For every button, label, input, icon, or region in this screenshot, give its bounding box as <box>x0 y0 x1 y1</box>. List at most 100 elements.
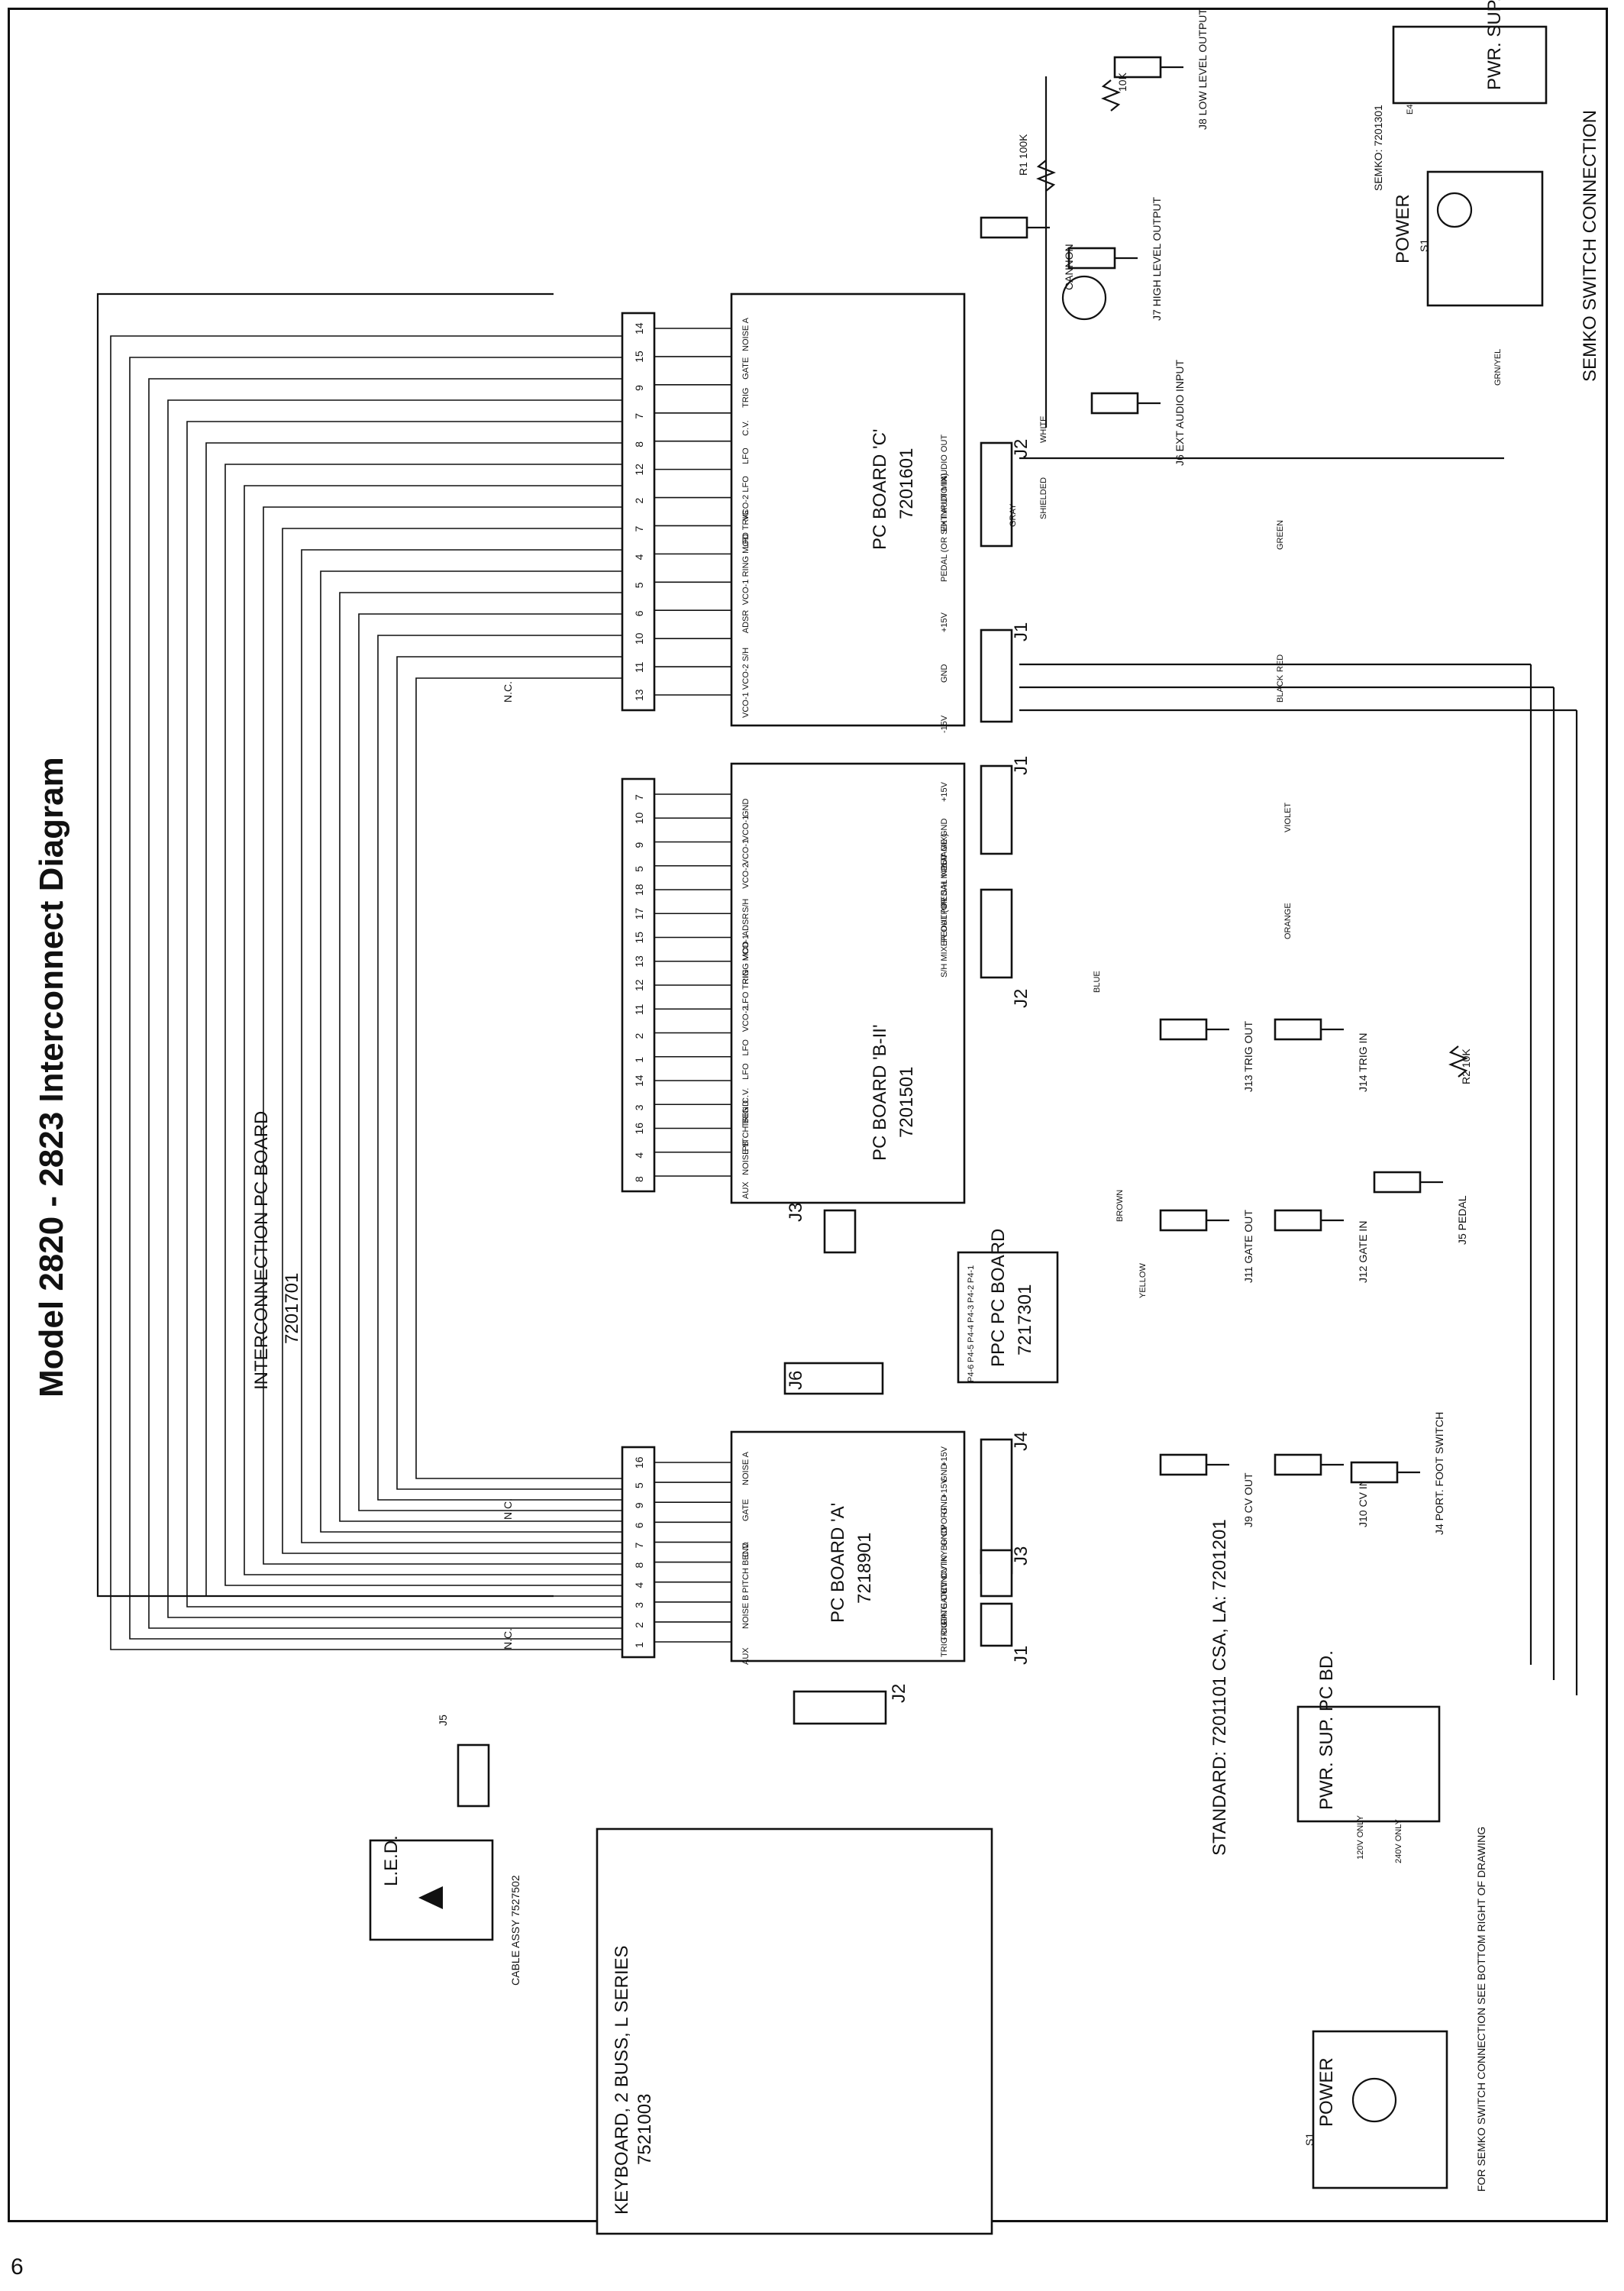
board-a-right-pin-label-4: PORT. <box>940 1505 949 1530</box>
right-pin-12: 15 <box>633 351 645 363</box>
ppc-pin-label-4: P4-5 <box>967 1345 976 1362</box>
keyboard-assembly: KEYBOARD, 2 BUSS, L SERIES 7521003 <box>596 1827 993 2235</box>
semko-switch: POWER S1 SEMKO SWITCH CONNECTION <box>1393 110 1600 382</box>
board-b-pin-label-15: NOISE B <box>741 1141 751 1175</box>
bus-wire-4 <box>186 421 622 1608</box>
led-assembly: L.E.D. CABLE ASSY 7527502 J5 <box>369 1714 521 1986</box>
left-pin-6: 6 <box>633 1522 645 1528</box>
right-pin-3: 6 <box>633 610 645 616</box>
connector-label-9: J2 <box>889 1684 909 1703</box>
left-pin-0: 1 <box>633 1642 645 1648</box>
ppc-pin-label-0: P4-1 <box>967 1265 976 1283</box>
mid-pin-11: 17 <box>633 907 645 919</box>
resistor-r2-label: R2 10K <box>1460 1049 1472 1084</box>
mid-pin-15: 10 <box>633 812 645 824</box>
bus-wire-2 <box>148 378 622 1629</box>
resistor-r1-label: R1 100K <box>1017 134 1029 176</box>
board-c-right-pin-label-0: AUDIO OUT <box>940 435 949 481</box>
board-a-right-pin-label-3: GND <box>940 1495 949 1514</box>
board-a-pin-label-4: NOISE B <box>741 1595 751 1629</box>
board-c-pin-label-12: VCO-2 <box>741 664 751 690</box>
left-pin-7: 9 <box>633 1502 645 1508</box>
semko-s1-label: S1 <box>1418 239 1430 252</box>
right-pin-5: 4 <box>633 554 645 560</box>
pc-board-a-part: 7218901 <box>854 1533 875 1604</box>
board-b-pin-label-14: PITCH BEND <box>741 1100 751 1152</box>
board-b-pin-label-10: LFO <box>741 1039 751 1056</box>
jack-label-j11: J11 GATE OUT <box>1242 1210 1254 1283</box>
board-b-pin-label-0: GND <box>741 799 751 818</box>
semko-e-pin-label-3: E4 <box>1406 105 1415 115</box>
bus-wire-16 <box>415 677 622 1479</box>
board-a-pin-label-1: GATE <box>741 1499 751 1521</box>
connector-label-1: J1 <box>1011 622 1032 641</box>
board-a-right-pin-label-10: GATE OUT <box>940 1583 949 1626</box>
left-pin-5: 7 <box>633 1542 645 1548</box>
cable-assembly-label: CABLE ASSY 7527502 <box>509 1875 521 1986</box>
board-a-pin-label-2: C.V. <box>741 1542 751 1557</box>
ppc-pin-label-3: P4-4 <box>967 1325 976 1343</box>
jack-label-j10: J10 CV IN <box>1357 1478 1369 1527</box>
bus-wire-0 <box>110 335 622 1650</box>
mid-pin-8: 12 <box>633 979 645 991</box>
bus-wire-14 <box>377 635 622 1501</box>
left-pin-3: 4 <box>633 1582 645 1588</box>
bus-wire-12 <box>339 592 622 1522</box>
left-pin-1: 2 <box>633 1622 645 1628</box>
led-jack-label: J5 <box>437 1714 449 1726</box>
board-c-pin-label-8: RING MOD <box>741 534 751 577</box>
board-c-pin-label-5: LFO <box>741 476 751 493</box>
mid-pin-2: 16 <box>633 1123 645 1135</box>
bus-wire-10 <box>301 549 622 1543</box>
interconnect-pin-strip-left <box>621 1446 656 1659</box>
mid-pin-13: 5 <box>633 866 645 872</box>
led-label: L.E.D. <box>381 1835 402 1886</box>
board-b-pin-label-1: VCO-1 <box>741 816 751 842</box>
wire-color-blue: BLUE <box>1093 971 1102 993</box>
board-b-pin-label-12: C.V. <box>741 1088 751 1103</box>
ppc-board-label: PPC PC BOARD <box>988 1229 1009 1367</box>
pc-board-c-label: PC BOARD 'C' <box>870 428 890 550</box>
board-b-right-pin-label-3: PEDAL VOLTAGE <box>940 839 949 907</box>
board-c-right-pin-label-4: GND <box>940 664 949 683</box>
grn-yel-label: GRN/YEL <box>1493 349 1503 386</box>
jack-label-j8: J8 LOW LEVEL OUTPUT <box>1196 8 1209 130</box>
board-a-right-pin-label-7: CV IN <box>940 1555 949 1577</box>
jack-body-j11 <box>1159 1209 1208 1232</box>
bus-wire-8 <box>263 506 622 1565</box>
right-pin-0: 13 <box>633 689 645 701</box>
bus-wires: WHITEGRAYGREENREDBLACKVIOLETORANGEBLUEBR… <box>110 76 1578 1695</box>
bus-wire-15 <box>396 656 622 1490</box>
board-b-right-pin-label-1: GND <box>940 819 949 838</box>
board-c-pin-label-3: C.V. <box>741 420 751 435</box>
jack-label-j4: J4 PORT. FOOT SWITCH <box>1433 1412 1445 1535</box>
board-b-pin-label-6: VCO-1 <box>741 935 751 961</box>
board-c-pin-label-1: GATE <box>741 357 751 380</box>
board-b-pin-label-5: ADSR <box>741 913 751 937</box>
jack-body-j9 <box>1159 1453 1208 1476</box>
bus-wire-3 <box>167 399 622 1618</box>
resistor-zigzag-2 <box>1448 1045 1468 1078</box>
wire-color-black: BLACK <box>1276 674 1285 703</box>
board-b-pin-label-4: S/H <box>741 899 751 913</box>
wire-color-yellow: YELLOW <box>1138 1263 1148 1298</box>
jack-body-j7 <box>1067 247 1116 270</box>
board-b-pin-label-9: VCO-2 <box>741 1007 751 1032</box>
board-a-right-pin-label-1: GND <box>940 1463 949 1482</box>
right-pin-7: 2 <box>633 498 645 504</box>
pc-board-b-label: PC BOARD 'B-II' <box>870 1024 890 1161</box>
voltage-120-label: 120V ONLY <box>1356 1814 1365 1860</box>
mid-pin-7: 11 <box>633 1004 645 1016</box>
board-a-right-pin-label-11: TRIG IN <box>940 1611 949 1641</box>
mid-pin-16: 7 <box>633 794 645 800</box>
interconnection-board: INTERCONNECTION PC BOARD 7201701 <box>96 292 554 1598</box>
ppc-pin-label-1: P4-2 <box>967 1285 976 1303</box>
bus-wire-5 <box>205 442 622 1597</box>
board-c-pin-label-2: TRIG <box>741 388 751 408</box>
mid-pin-3: 3 <box>633 1104 645 1110</box>
ppc-board-part: 7217301 <box>1015 1284 1035 1356</box>
semko-see-note: FOR SEMKO SWITCH CONNECTION SEE BOTTOM R… <box>1475 1827 1487 2192</box>
